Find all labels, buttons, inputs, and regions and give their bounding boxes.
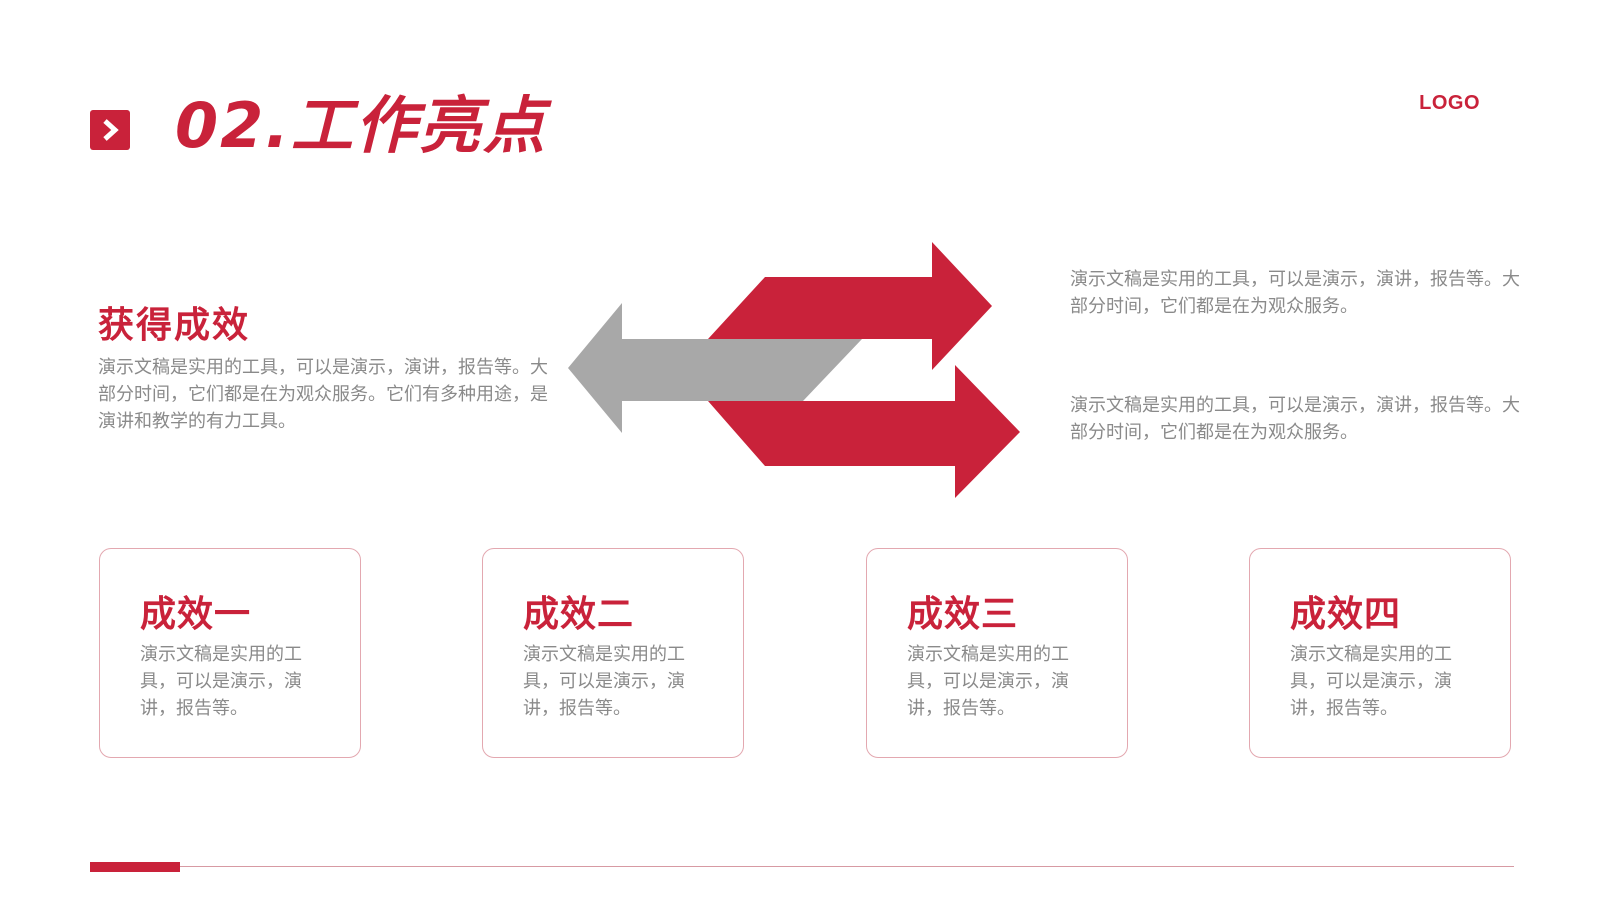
card-text: 演示文稿是实用的工具，可以是演示，演讲，报告等。 [140,644,302,719]
arrows-graphic [560,230,1020,504]
card-title: 成效三 [907,594,1019,635]
gray-arrow-left-icon [568,303,862,433]
result-card-1: 成效一 演示文稿是实用的工具，可以是演示，演讲，报告等。 [99,548,361,758]
result-card-2: 成效二 演示文稿是实用的工具，可以是演示，演讲，报告等。 [482,548,744,758]
side-text-top: 演示文稿是实用的工具，可以是演示，演讲，报告等。大部分时间，它们都是在为观众服务… [1070,269,1520,317]
result-card-4: 成效四 演示文稿是实用的工具，可以是演示，演讲，报告等。 [1249,548,1511,758]
footer-divider [90,866,1514,867]
card-text: 演示文稿是实用的工具，可以是演示，演讲，报告等。 [907,644,1069,719]
chevron-right-icon [90,110,130,150]
side-text-bottom: 演示文稿是实用的工具，可以是演示，演讲，报告等。大部分时间，它们都是在为观众服务… [1070,395,1520,443]
logo: LOGO [1419,92,1480,114]
page-title: 02.工作亮点 [175,89,547,162]
card-text: 演示文稿是实用的工具，可以是演示，演讲，报告等。 [523,644,685,719]
card-text: 演示文稿是实用的工具，可以是演示，演讲，报告等。 [1290,644,1452,719]
footer-accent-bar [90,862,180,872]
red-arrow-right-icon [708,365,1020,498]
result-card-3: 成效三 演示文稿是实用的工具，可以是演示，演讲，报告等。 [866,548,1128,758]
intro-text: 演示文稿是实用的工具，可以是演示，演讲，报告等。大部分时间，它们都是在为观众服务… [98,357,548,432]
intro-heading: 获得成效 [98,305,251,346]
card-title: 成效二 [523,594,635,635]
card-title: 成效一 [140,594,252,635]
card-title: 成效四 [1290,594,1402,635]
red-arrow-right-icon [708,242,992,370]
